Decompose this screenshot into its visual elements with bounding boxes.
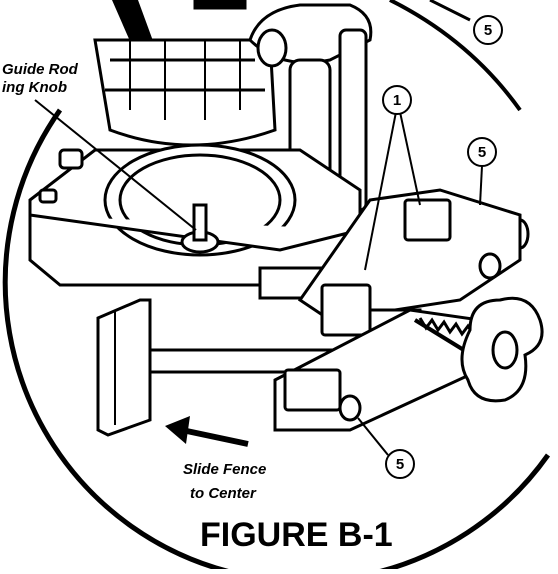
magnifier-circle [2, 108, 551, 574]
guide-rod-label-line2: ing Knob [2, 79, 67, 96]
callout-5-right: 5 [467, 137, 497, 167]
callout-1-text: 1 [393, 92, 401, 109]
callout-5-bottom: 5 [385, 449, 415, 479]
lock-knob [180, 203, 220, 254]
sub-fence [96, 298, 152, 437]
guide-rod-leader [34, 99, 197, 231]
star-knob [460, 296, 544, 403]
callout-5-top-text: 5 [484, 22, 492, 39]
magnifier-circle-top [389, 0, 522, 112]
callout-1: 1 [382, 85, 412, 115]
callout-5-bottom-text: 5 [396, 456, 404, 473]
router-body [93, 38, 277, 147]
slide-fence-label-line2: to Center [190, 485, 257, 502]
callout-5-right-text: 5 [478, 144, 486, 161]
guide-rod-label-line1: Guide Rod [2, 61, 79, 78]
callout-5-top: 5 [473, 15, 503, 45]
callout-leaders [357, 111, 483, 456]
slide-fence-label-line1: Slide Fence [183, 461, 266, 478]
figure-title: FIGURE B-1 [200, 516, 393, 554]
slide-arrow [165, 416, 249, 447]
